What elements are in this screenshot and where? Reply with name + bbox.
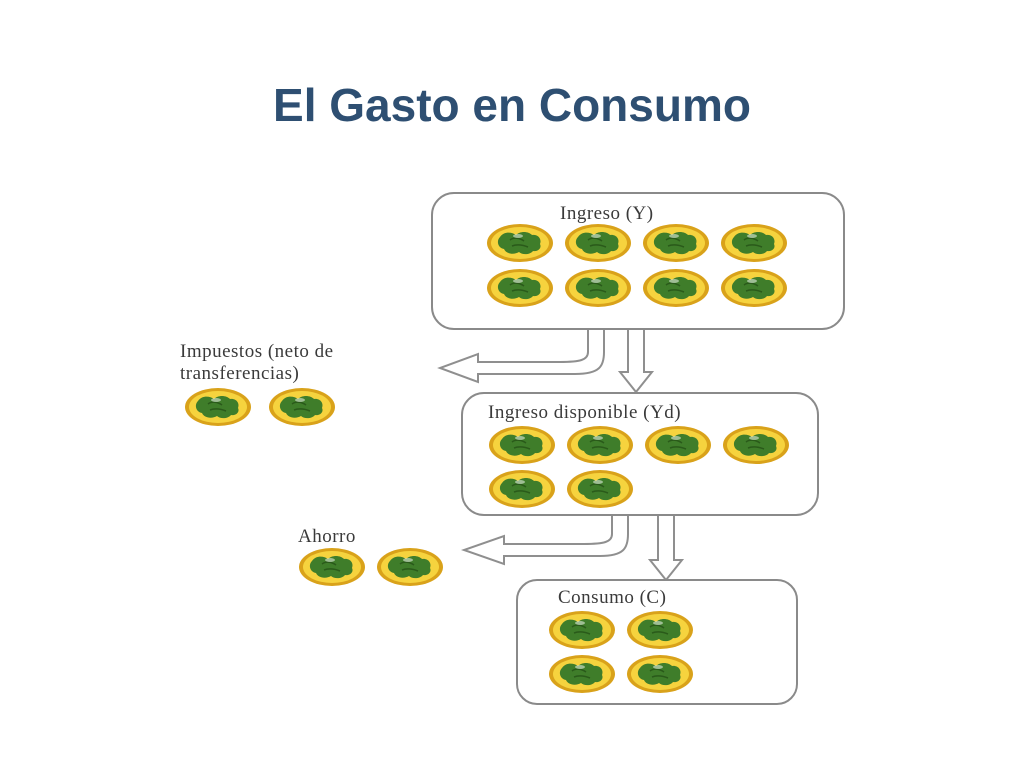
ingreso-box: Ingreso (Y): [431, 192, 845, 330]
coin-icon: [184, 387, 252, 427]
ahorro-outflow: Ahorro: [298, 526, 444, 587]
coin-icon: [566, 469, 634, 509]
coin-icon: [548, 654, 616, 694]
ahorro-label: Ahorro: [298, 526, 356, 547]
coin-icon: [720, 223, 788, 263]
impuestos-outflow: Impuestos (neto de transferencias): [180, 341, 336, 427]
coin-icon: [642, 268, 710, 308]
coin-icon: [486, 223, 554, 263]
coin-icon: [626, 610, 694, 650]
savings-outflow-arrow: [460, 516, 629, 566]
coin-icon: [720, 268, 788, 308]
ingreso-disponible-box: Ingreso disponible (Yd): [461, 392, 819, 516]
disponible-flow-arrows: [460, 516, 685, 582]
coin-icon: [488, 425, 556, 465]
coin-icon: [626, 654, 694, 694]
coin-icon: [268, 387, 336, 427]
taxes-outflow-arrow: [437, 330, 605, 384]
coin-icon: [564, 268, 632, 308]
coin-icon: [298, 547, 366, 587]
coin-icon: [642, 223, 710, 263]
coin-icon: [644, 425, 712, 465]
coin-icon: [548, 610, 616, 650]
down-arrow: [647, 516, 685, 582]
ingreso-label: Ingreso (Y): [560, 203, 654, 224]
ingreso-flow-arrows: [437, 330, 655, 394]
ingreso-disponible-label: Ingreso disponible (Yd): [488, 402, 681, 423]
consumo-box: Consumo (C): [516, 579, 798, 705]
coin-icon: [486, 268, 554, 308]
impuestos-label-line2: transferencias): [180, 363, 299, 384]
coin-icon: [566, 425, 634, 465]
impuestos-label-line1: Impuestos (neto de: [180, 341, 334, 362]
coin-icon: [376, 547, 444, 587]
down-arrow: [617, 330, 655, 394]
coin-icon: [488, 469, 556, 509]
coin-icon: [564, 223, 632, 263]
slide-title: El Gasto en Consumo: [273, 79, 751, 131]
consumo-label: Consumo (C): [558, 587, 666, 608]
coin-icon: [722, 425, 790, 465]
